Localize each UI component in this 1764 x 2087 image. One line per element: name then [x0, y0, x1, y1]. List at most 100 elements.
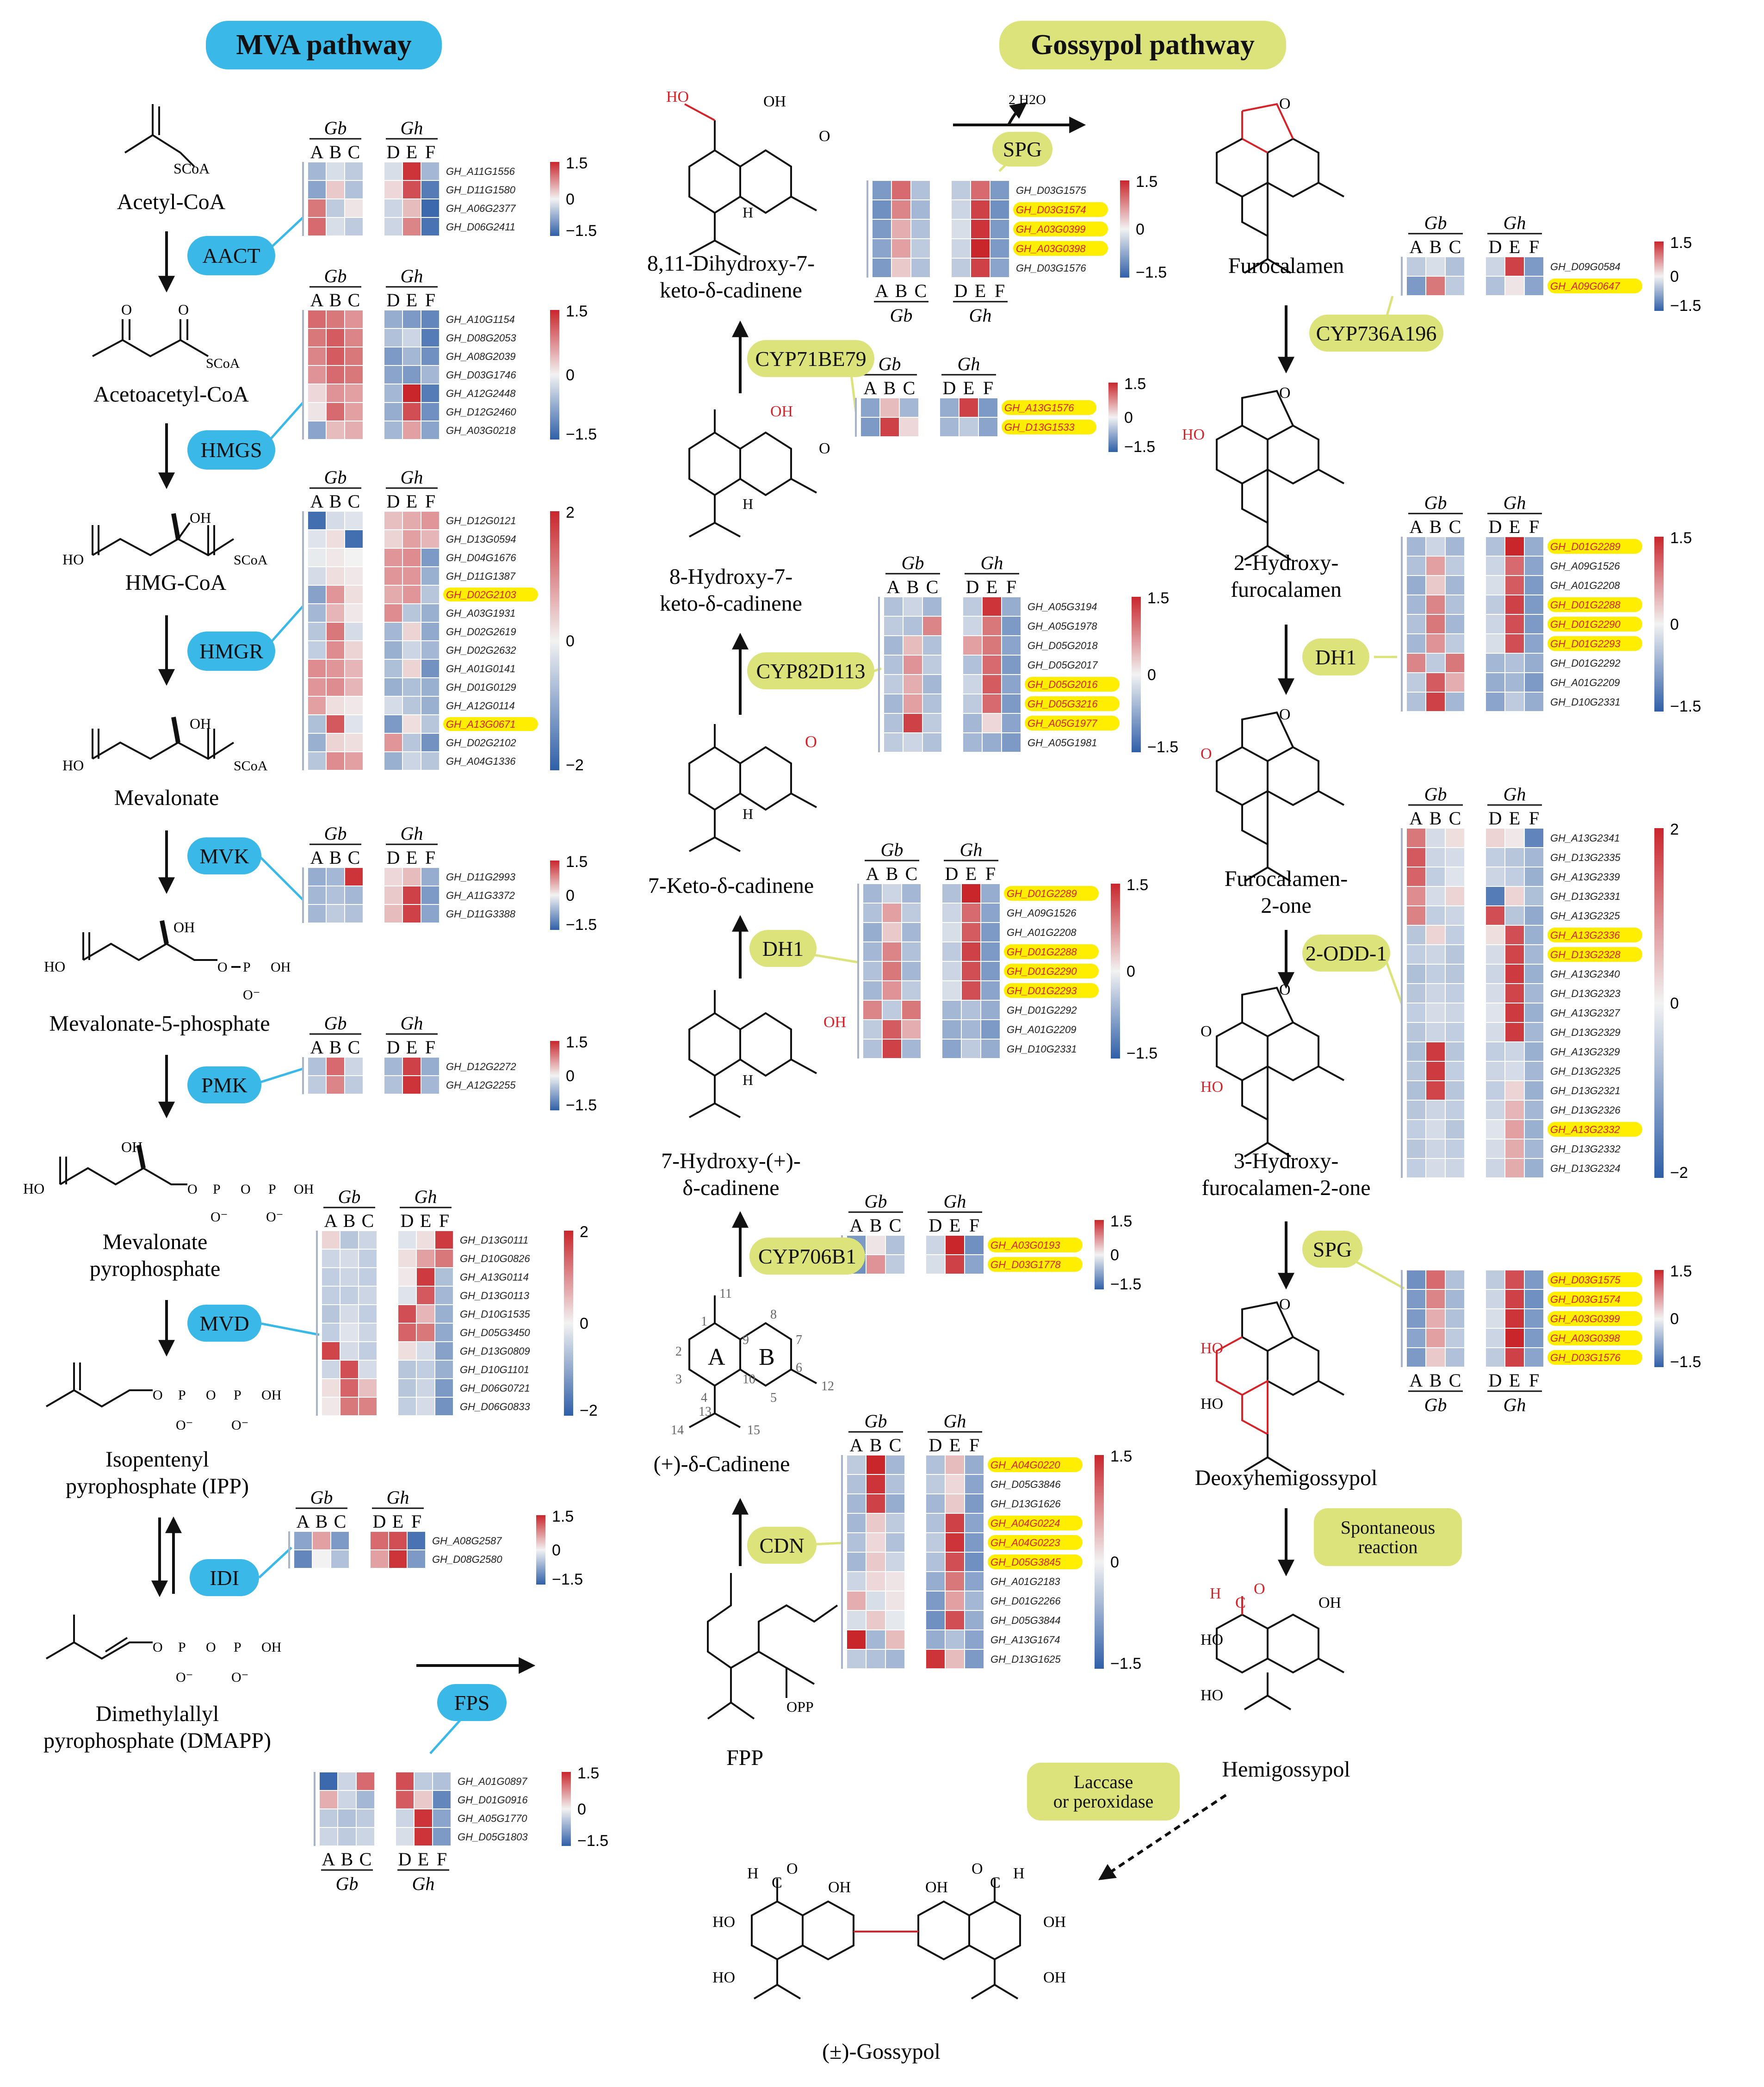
- ring-b-label: B: [759, 1344, 775, 1370]
- oxygen-label: O: [178, 301, 189, 318]
- laccase-peroxidase-note: Laccase or peroxidase: [1027, 1763, 1180, 1821]
- heatmap-cell: [961, 1019, 981, 1040]
- color-scale-tick: 1.5: [552, 1508, 574, 1525]
- heatmap-cell: [1425, 983, 1446, 1003]
- heatmap-cell: [1524, 964, 1544, 984]
- column-label: D: [945, 863, 959, 884]
- gene-label: GH_A03G1931: [446, 607, 515, 619]
- heatmap-cell: [344, 904, 364, 923]
- heatmap-cell: [1425, 828, 1446, 848]
- color-scale-tick: 0: [566, 191, 575, 208]
- heatmap-cell: [384, 328, 403, 347]
- heatmap-cell: [1425, 536, 1446, 557]
- atom-number-label: 13: [699, 1405, 712, 1419]
- heatmap-cell: [395, 1771, 415, 1791]
- color-scale-tick: 1.5: [1110, 1448, 1132, 1465]
- heatmap-cell: [326, 402, 345, 421]
- column-label: D: [387, 847, 400, 868]
- heatmap-cell: [1406, 886, 1426, 906]
- heatmap-cell: [945, 1254, 965, 1275]
- heatmap-cell: [434, 1286, 454, 1305]
- heatmap-cell: [925, 1571, 946, 1592]
- gene-highlight: [443, 717, 538, 731]
- heatmap-cell: [397, 1249, 417, 1268]
- heatmap-cell: [1406, 828, 1426, 848]
- heatmap-cell: [1504, 983, 1525, 1003]
- heatmap-cell: [990, 219, 1010, 239]
- heatmap-cell: [1504, 1270, 1525, 1290]
- heatmap-cell: [1524, 556, 1544, 576]
- color-scale-tick: 0: [580, 1315, 588, 1332]
- color-scale-tick: 0: [1670, 995, 1679, 1012]
- heatmap-cell: [344, 402, 364, 421]
- heatmap-cell: [397, 1360, 417, 1379]
- gene-label: GH_D13G1533: [1004, 421, 1075, 433]
- gene-highlight: [1547, 928, 1642, 942]
- column-label: A: [864, 378, 877, 398]
- column-label: B: [329, 491, 342, 512]
- gene-highlight: [1547, 597, 1642, 612]
- color-scale-bar: [1132, 597, 1141, 752]
- heatmap-cell: [1445, 1119, 1465, 1139]
- heatmap-cell: [990, 180, 1010, 200]
- column-label: E: [986, 576, 997, 597]
- heatmap-cell: [1425, 886, 1446, 906]
- enzyme-spg: SPG: [992, 132, 1052, 167]
- heatmap-cell: [1504, 964, 1525, 984]
- enzyme-fps-label: FPS: [454, 1691, 490, 1715]
- color-scale-tick: 0: [566, 1067, 575, 1085]
- o-minus-label: O⁻: [266, 1209, 284, 1225]
- column-label: D: [387, 142, 400, 162]
- heatmap-cell: [1406, 595, 1426, 615]
- gene-label: GH_D05G3845: [990, 1556, 1061, 1568]
- hydroxy-cadinene-name-line1: 7-Hydroxy-(+)-: [661, 1149, 801, 1173]
- column-label: E: [406, 290, 417, 310]
- heatmap-cell: [344, 161, 364, 181]
- column-label: C: [348, 290, 360, 310]
- enzyme-hmgr-label: HMGR: [199, 639, 264, 663]
- heatmap-cell: [1485, 575, 1505, 595]
- heatmap-cell: [407, 1531, 426, 1550]
- column-label: F: [969, 1435, 979, 1455]
- heatmap-cell: [903, 635, 923, 656]
- gossypol-name: (±)-Gossypol: [822, 2039, 941, 2064]
- gene-label: GH_A06G2377: [446, 203, 516, 214]
- heatmap-cell: [941, 980, 962, 1001]
- heatmap-cell: [872, 180, 892, 200]
- gene-label: GH_D12G2272: [446, 1061, 516, 1072]
- heatmap-cell: [1485, 1003, 1505, 1023]
- heatmap-cell: [326, 677, 345, 697]
- heatmap-cell: [321, 1360, 340, 1379]
- mevpp-name-line1: Mevalonate: [103, 1230, 208, 1254]
- heatmap-cell: [1485, 944, 1505, 965]
- heatmap-cell: [980, 922, 1001, 942]
- heatmap-cell: [1445, 1139, 1465, 1159]
- heatmap-cell: [344, 566, 364, 586]
- heatmap-cell: [1485, 905, 1505, 926]
- hydroxyl-label: OH: [261, 1387, 281, 1403]
- heatmap-cell: [1425, 1270, 1446, 1290]
- heatmap-cell: [1504, 1003, 1525, 1023]
- group-label-gh: Gh: [401, 823, 423, 844]
- column-label: D: [401, 1210, 414, 1231]
- phosphorus-label: P: [178, 1387, 186, 1403]
- heatmap-cell: [321, 1304, 340, 1324]
- enzyme-cyp736a196: CYP736A196: [1309, 315, 1443, 352]
- column-label: D: [398, 1849, 412, 1870]
- heatmap-cell: [344, 421, 364, 440]
- heatmap-cell: [951, 199, 971, 220]
- mevalonate-structure: [92, 717, 235, 760]
- hydroxyl-label: OH: [190, 509, 211, 526]
- gossypol-pathway-title: Gossypol pathway: [999, 21, 1286, 69]
- heatmap-cell: [846, 1629, 867, 1650]
- heatmap-cell: [879, 397, 900, 418]
- gene-label: GH_D13G1626: [990, 1498, 1061, 1510]
- column-label: E: [418, 1849, 429, 1870]
- heatmap-cell: [883, 713, 904, 733]
- heatmap-cell: [1524, 983, 1544, 1003]
- color-scale-tick: 1.5: [566, 1034, 588, 1051]
- column-label: B: [884, 378, 896, 398]
- heatmap-cell: [319, 1808, 338, 1828]
